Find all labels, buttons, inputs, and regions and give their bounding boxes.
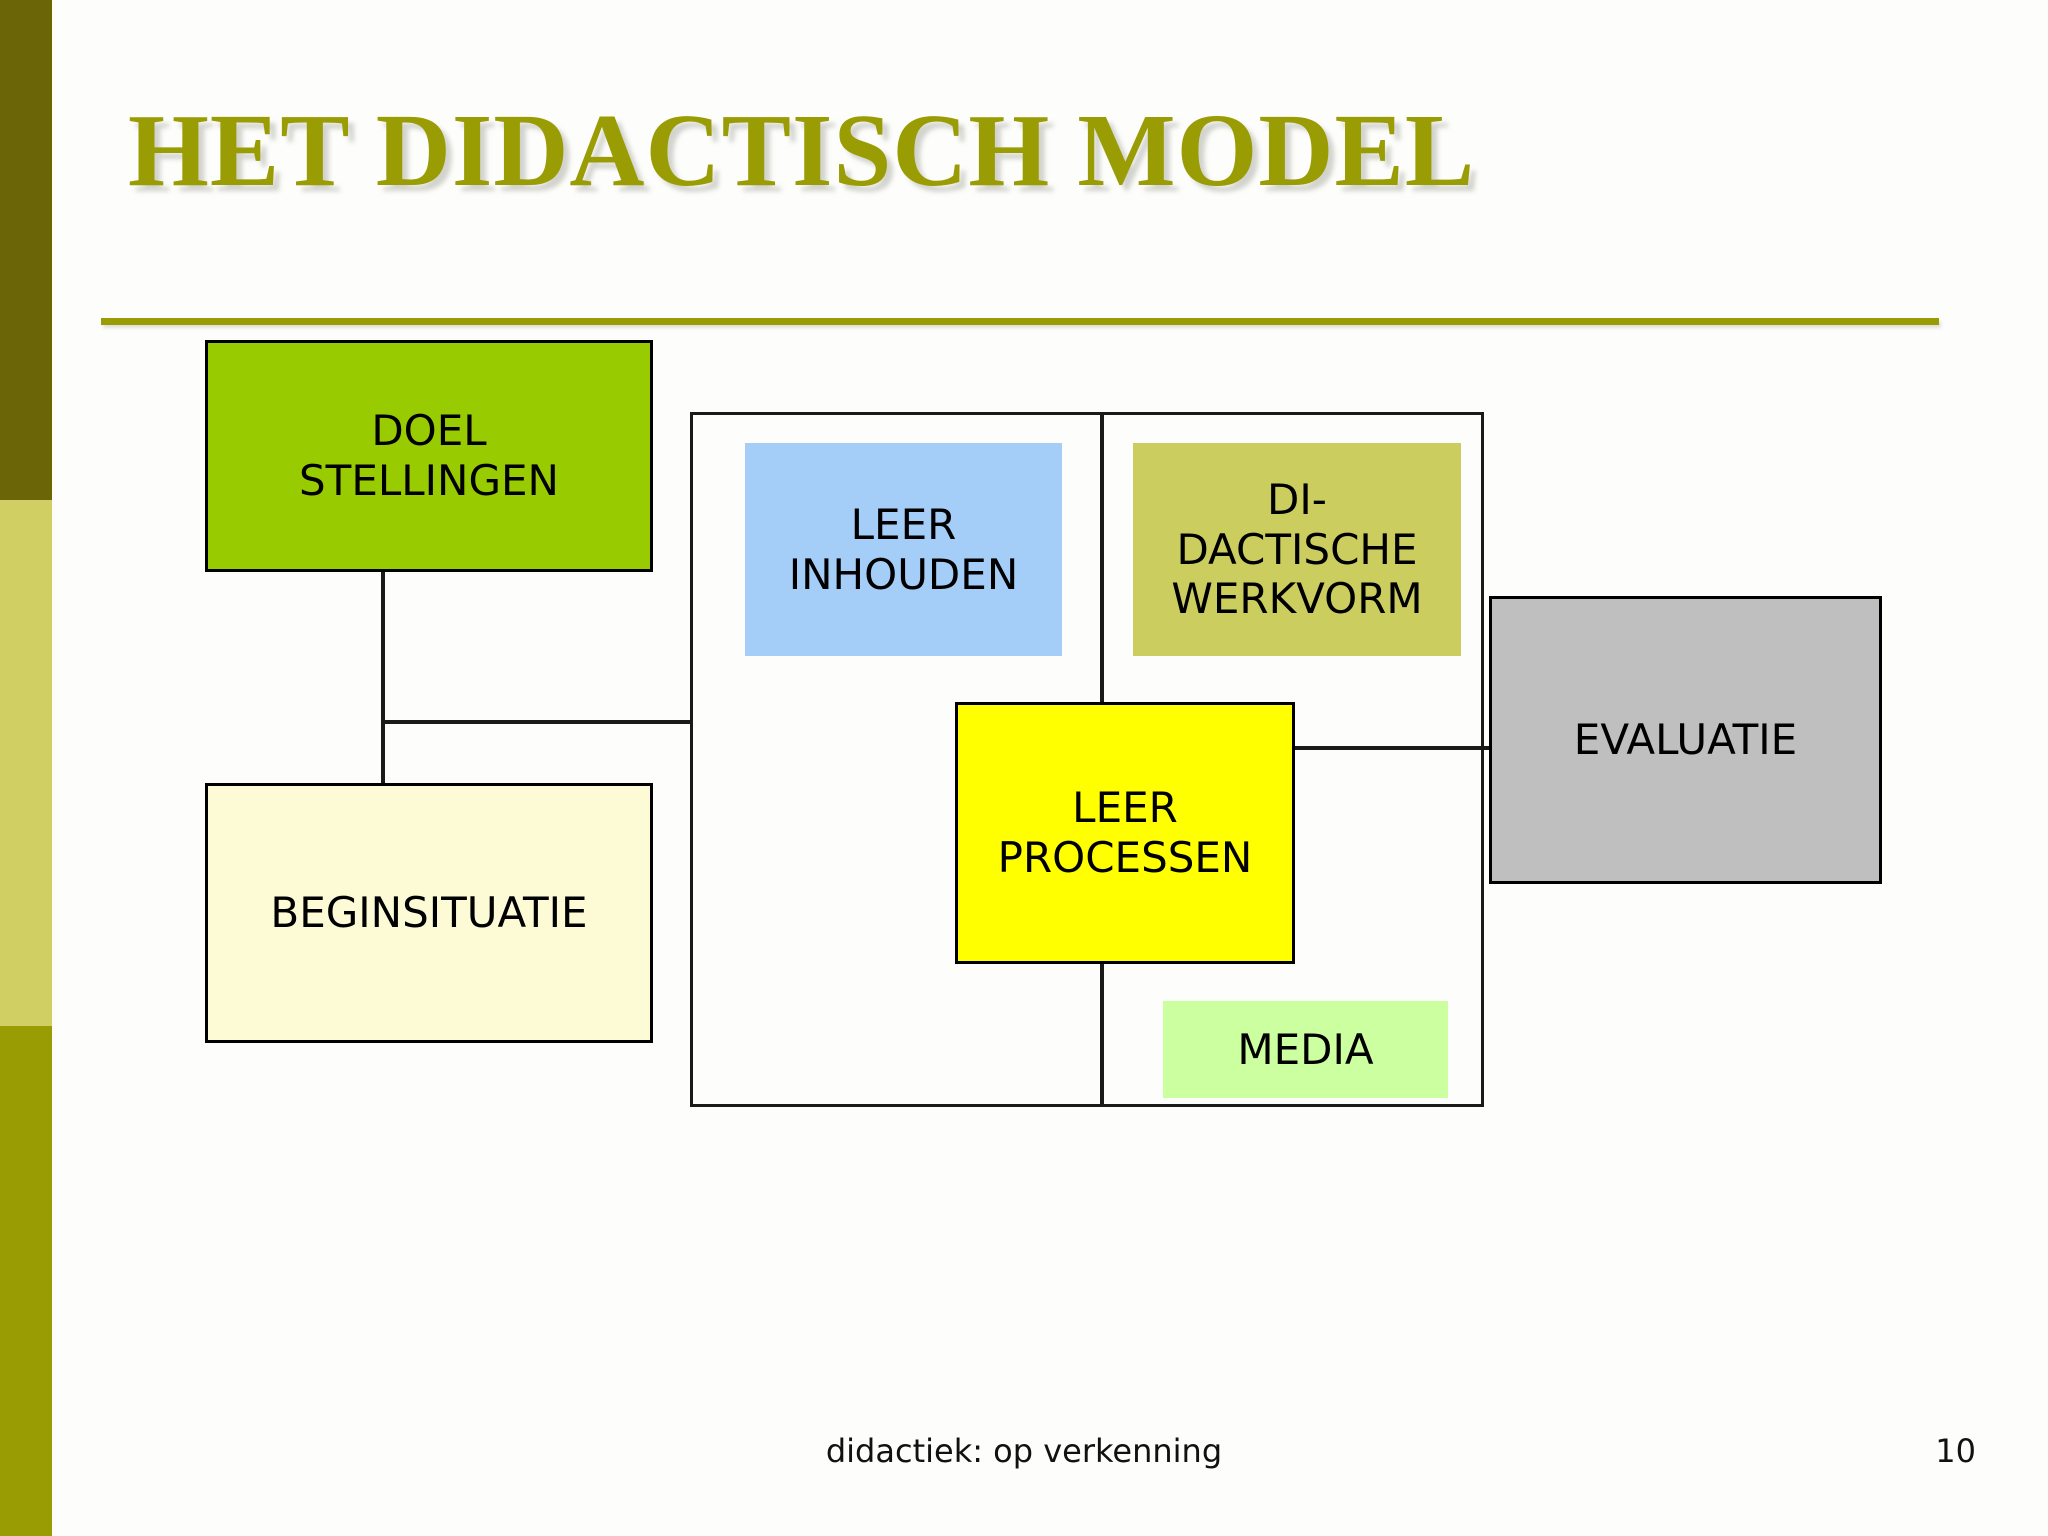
page-number: 10 <box>1935 1432 1976 1470</box>
node-label-evaluatie: EVALUATIE <box>1573 715 1798 765</box>
slide-title: HET DIDACTISCH MODEL <box>128 93 1476 208</box>
connector-frame-to-evaluatie <box>1291 746 1491 750</box>
sidebar-band-top <box>0 0 52 500</box>
node-label-leerinhouden: LEER INHOUDEN <box>788 499 1019 599</box>
connector-doel-to-beginsituatie <box>381 572 385 783</box>
node-label-leerprocessen: LEER PROCESSEN <box>997 783 1253 882</box>
node-beginsituatie[interactable]: BEGINSITUATIE <box>205 783 653 1043</box>
node-label-doelstellingen: DOEL STELLINGEN <box>299 406 559 505</box>
node-label-didactische-werkvorm: DI- DACTISCHE WERKVORM <box>1171 475 1423 624</box>
connector-doel-branch-to-frame <box>381 720 692 724</box>
sidebar-band-middle <box>0 500 52 1026</box>
sidebar-band-bottom <box>0 1026 52 1536</box>
node-leerinhouden[interactable]: LEER INHOUDEN <box>745 443 1062 656</box>
node-label-beginsituatie: BEGINSITUATIE <box>270 888 588 938</box>
title-underline-rule <box>101 318 1939 325</box>
node-leerprocessen[interactable]: LEER PROCESSEN <box>955 702 1295 964</box>
node-media[interactable]: MEDIA <box>1163 1001 1448 1098</box>
footer-text: didactiek: op verkenning <box>825 1432 1223 1470</box>
node-doelstellingen[interactable]: DOEL STELLINGEN <box>205 340 653 572</box>
node-label-media: MEDIA <box>1237 1024 1374 1074</box>
sidebar-edge <box>52 0 55 1536</box>
node-didactische-werkvorm[interactable]: DI- DACTISCHE WERKVORM <box>1133 443 1461 656</box>
node-evaluatie[interactable]: EVALUATIE <box>1489 596 1882 884</box>
leersituatie-container-frame <box>690 412 1484 1107</box>
